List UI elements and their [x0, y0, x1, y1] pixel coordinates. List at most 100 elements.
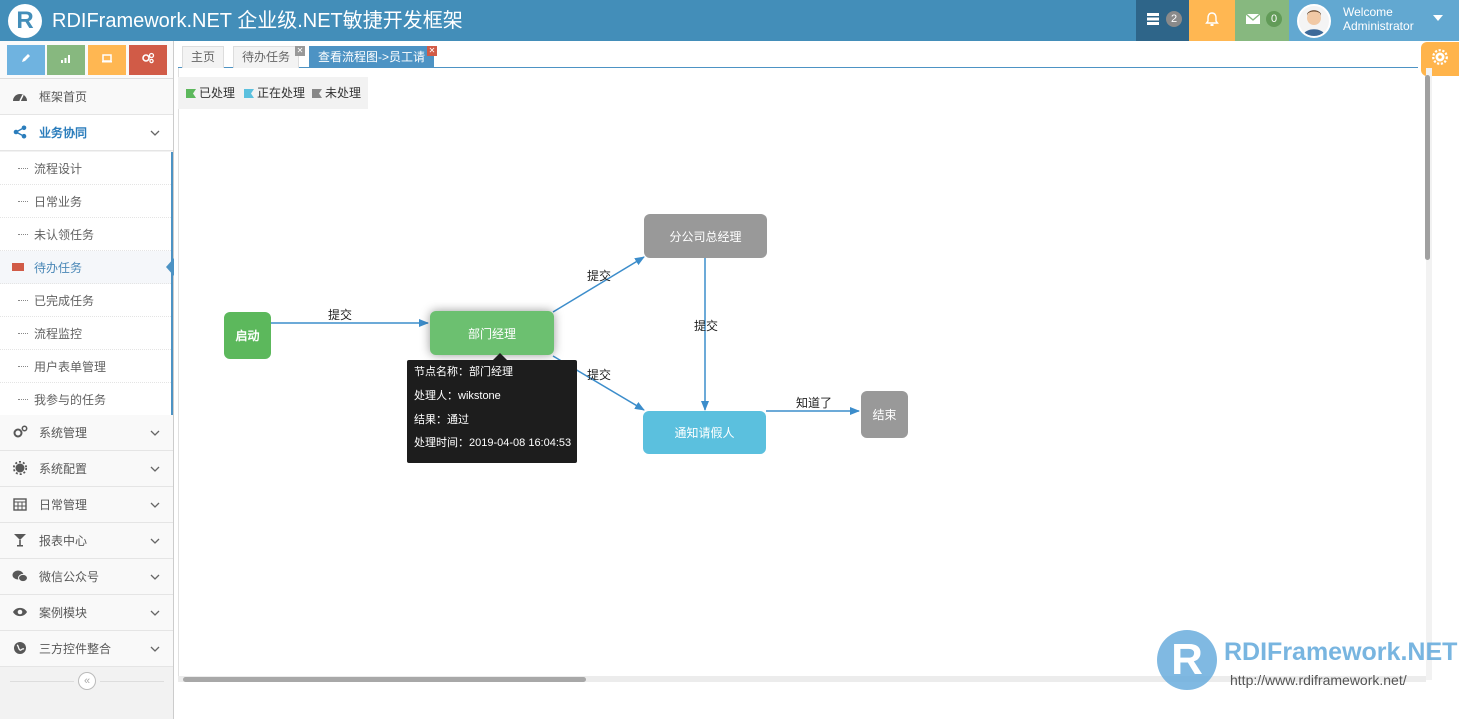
divider: [10, 681, 74, 682]
cogs-icon: [12, 425, 28, 441]
flag-icon: [312, 89, 322, 98]
menu-label: 微信公众号: [39, 570, 100, 584]
messages-button[interactable]: 0: [1235, 0, 1289, 41]
signal-icon: [61, 55, 70, 63]
menu-label: 日常管理: [39, 498, 88, 512]
vertical-scrollbar[interactable]: [1426, 68, 1432, 680]
pencil-icon: [22, 54, 30, 62]
tab-home[interactable]: 主页: [182, 46, 225, 68]
menu-item-business[interactable]: 业务协同: [0, 115, 173, 151]
globe-icon: [12, 641, 28, 657]
horizontal-scrollbar[interactable]: [178, 676, 1426, 682]
pencil-button[interactable]: [7, 45, 45, 75]
node-end[interactable]: 结束: [861, 391, 908, 438]
node-dept-manager[interactable]: 部门经理: [430, 311, 554, 355]
chevron-down-icon: [150, 534, 160, 548]
tooltip-arrow: [493, 353, 507, 360]
cogs-button[interactable]: [129, 45, 167, 75]
tasks-badge: 2: [1166, 11, 1182, 27]
username: Administrator: [1343, 19, 1414, 33]
users-icon: [102, 54, 112, 63]
submenu-label: 已完成任务: [34, 294, 95, 308]
divider: [100, 681, 164, 682]
tab-close-icon[interactable]: ✕: [295, 46, 305, 56]
tab-todo[interactable]: 待办任务: [233, 46, 300, 68]
submenu-item[interactable]: 用户表单管理: [0, 350, 171, 383]
share-icon: [12, 125, 28, 141]
node-branch-gm[interactable]: 分公司总经理: [644, 214, 767, 258]
notifications-button[interactable]: [1189, 0, 1235, 41]
chevron-up-icon: [150, 126, 160, 140]
glass-icon: [12, 533, 28, 549]
submenu-label: 待办任务: [34, 261, 83, 275]
node-start[interactable]: 启动: [224, 312, 271, 359]
chevron-down-icon: [150, 606, 160, 620]
tree-line: [18, 300, 28, 301]
menu-item-system[interactable]: 系统管理: [0, 415, 173, 451]
logo-icon[interactable]: R: [8, 4, 42, 38]
tasks-button[interactable]: 2: [1136, 0, 1189, 41]
node-tooltip: 节点名称：部门经理 处理人：wikstone 结果：通过 处理时间：2019-0…: [407, 353, 577, 463]
menu-item-config[interactable]: 系统配置: [0, 451, 173, 487]
wechat-icon: [12, 569, 28, 585]
watermark-url: http://www.rdiframework.net/: [1230, 672, 1407, 688]
avatar: [1297, 4, 1331, 38]
tooltip-time: 处理时间：2019-04-08 16:04:53: [414, 437, 572, 449]
submenu-item[interactable]: 流程设计: [0, 152, 171, 185]
menu-item-daily[interactable]: 日常管理: [0, 487, 173, 523]
flow-canvas: [178, 68, 1426, 680]
menu-item-cases[interactable]: 案例模块: [0, 595, 173, 631]
menu-label: 系统管理: [39, 426, 88, 440]
calendar-icon: [12, 497, 28, 513]
menu-label: 系统配置: [39, 462, 88, 476]
submenu-label: 日常业务: [34, 195, 83, 209]
chevron-down-icon: [150, 642, 160, 656]
sidebar-collapse-button[interactable]: «: [78, 672, 96, 690]
submenu-business: 流程设计 日常业务 未认领任务 待办任务 已完成任务 流程监控 用户表单管理 我…: [0, 152, 174, 416]
messages-badge: 0: [1266, 11, 1282, 27]
bell-icon: [1205, 12, 1219, 30]
user-menu[interactable]: Welcome Administrator: [1289, 0, 1459, 41]
gear-icon: [1432, 49, 1448, 65]
submenu-label: 流程监控: [34, 327, 83, 341]
submenu-item[interactable]: 未认领任务: [0, 218, 171, 251]
chevron-down-icon: [150, 426, 160, 440]
chevron-down-icon: [150, 570, 160, 584]
menu-item-wechat[interactable]: 微信公众号: [0, 559, 173, 595]
horizontal-scroll-thumb[interactable]: [183, 677, 586, 682]
cogs-icon: [142, 52, 155, 64]
signal-button[interactable]: [47, 45, 85, 75]
submenu-item-active[interactable]: 待办任务: [0, 251, 174, 284]
submenu-item[interactable]: 流程监控: [0, 317, 171, 350]
menu-label: 三方控件整合: [39, 642, 112, 656]
tab-flowchart[interactable]: 查看流程图->员工请: [309, 46, 435, 68]
legend-pending: 未处理: [312, 86, 361, 100]
menu-item-reports[interactable]: 报表中心: [0, 523, 173, 559]
brand-title[interactable]: RDIFramework.NET 企业级.NET敏捷开发框架: [52, 10, 463, 32]
welcome-text: Welcome: [1343, 5, 1393, 19]
dashboard-icon: [12, 89, 28, 105]
vertical-scroll-thumb[interactable]: [1425, 75, 1430, 260]
submenu-label: 用户表单管理: [34, 360, 107, 374]
tab-close-icon[interactable]: ✕: [427, 46, 437, 56]
tooltip-result: 结果：通过: [414, 414, 469, 426]
flag-icon: [186, 89, 196, 98]
edge-dept-gm: [552, 256, 645, 313]
menu-item-home[interactable]: 框架首页: [0, 79, 173, 115]
eye-icon: [12, 605, 28, 621]
submenu-label: 未认领任务: [34, 228, 95, 242]
menu-item-thirdparty[interactable]: 三方控件整合: [0, 631, 173, 667]
menu-label: 框架首页: [39, 90, 88, 104]
submenu-item[interactable]: 日常业务: [0, 185, 171, 218]
tree-line: [18, 168, 28, 169]
node-notify[interactable]: 通知请假人: [643, 411, 766, 454]
flag-icon: [244, 89, 254, 98]
watermark-logo-icon: R: [1157, 630, 1217, 690]
chevron-down-icon: [150, 462, 160, 476]
submenu-item[interactable]: 已完成任务: [0, 284, 171, 317]
menu-label: 案例模块: [39, 606, 88, 620]
gear-icon: [12, 460, 28, 477]
users-button[interactable]: [88, 45, 126, 75]
legend-done: 已处理: [186, 86, 235, 100]
